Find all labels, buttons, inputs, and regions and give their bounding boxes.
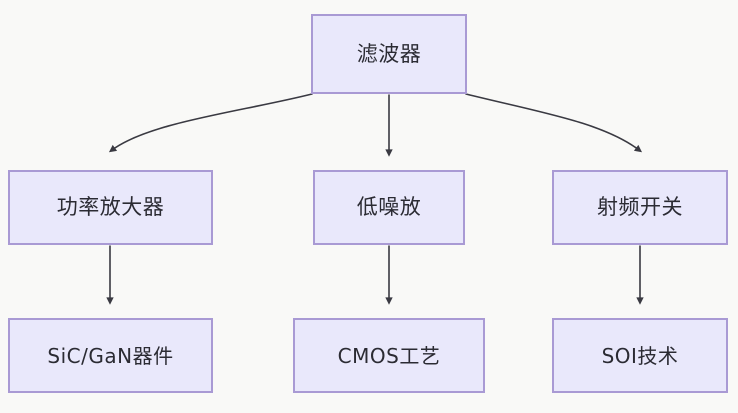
node-rf-switch[interactable]: 射频开关 [552, 170, 728, 245]
node-soi-technology-label: SOI技术 [601, 343, 679, 368]
node-power-amplifier[interactable]: 功率放大器 [8, 170, 213, 245]
node-low-noise-amplifier[interactable]: 低噪放 [313, 170, 465, 245]
node-cmos-process[interactable]: CMOS工艺 [293, 318, 485, 393]
node-soi-technology[interactable]: SOI技术 [552, 318, 728, 393]
edge-root-to-pa [108, 93, 313, 153]
edge-root-to-sw [465, 93, 643, 153]
node-low-noise-amplifier-label: 低噪放 [356, 195, 422, 219]
node-filter-label: 滤波器 [356, 41, 422, 66]
node-power-amplifier-label: 功率放大器 [56, 195, 165, 219]
node-sic-gan-device-label: SiC/GaN器件 [47, 343, 174, 368]
node-cmos-process-label: CMOS工艺 [337, 343, 441, 368]
node-filter[interactable]: 滤波器 [311, 14, 467, 94]
node-rf-switch-label: 射频开关 [597, 195, 683, 219]
node-sic-gan-device[interactable]: SiC/GaN器件 [8, 318, 213, 393]
